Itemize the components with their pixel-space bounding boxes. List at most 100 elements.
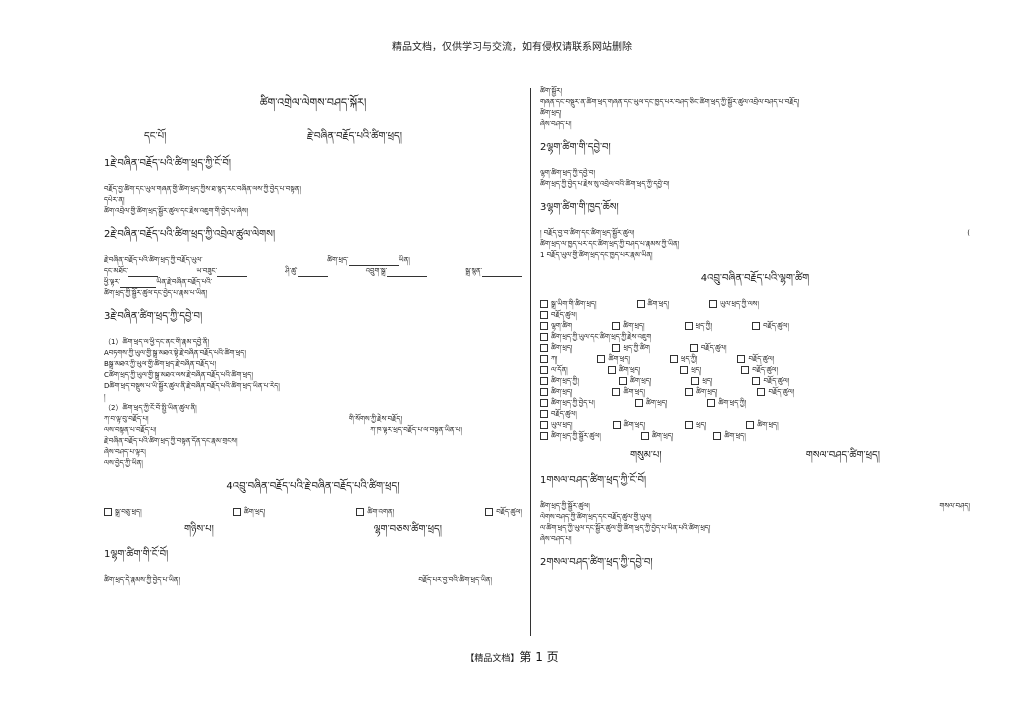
checkbox[interactable] [684, 322, 693, 330]
section-heading: 2རྗེ་བཞིན་བརྗོད་པའི་ཚིག་ཕྲད་ཀྱི་འབྲེལ་ཚུ… [104, 229, 276, 240]
checkbox[interactable] [540, 333, 548, 341]
checkbox[interactable] [737, 355, 746, 363]
checkbox[interactable] [540, 322, 548, 330]
option-label: སྒྲ་ཡིག་གི་ཚིག་ཕྲད། [551, 300, 597, 308]
page-footer: 【精品文档】第 1 页 [0, 648, 1024, 665]
checkbox[interactable] [607, 366, 616, 374]
option-item: ཚིག་ཕྲད། [636, 299, 669, 310]
checkbox[interactable] [680, 366, 689, 374]
checkbox[interactable] [691, 377, 700, 385]
option-item: ཕྲད་ཀྱི། [669, 354, 697, 365]
checkbox[interactable] [540, 366, 548, 374]
section-heading: 1ལྷག་ཚིག་གི་ངོ་བོ། [104, 549, 169, 560]
checkbox[interactable] [540, 355, 548, 363]
option-item: ཕྲད། [691, 376, 712, 387]
option-item: ཚིག་ཕྲད་ཀྱི། [707, 398, 746, 409]
text-line: ། [104, 393, 106, 401]
option-label: ཚིག་ཕྲད། [551, 388, 573, 396]
checkbox[interactable] [540, 421, 548, 429]
fill-blank[interactable] [120, 287, 157, 288]
checkbox[interactable] [540, 344, 548, 352]
checkbox[interactable] [540, 388, 548, 396]
option-label: ཡུལ་ཕྲད་ཀྱི་ལས། [720, 300, 759, 308]
text-line: Cཚིག་ཕྲད་ཀྱི་ཡུལ་གྱི་སྒྲ་མཐའ་ལས་རྗེ་བཞིན… [104, 371, 253, 379]
option-row: ཚིག་ཕྲད།ཚིག་ཕྲད།ཚིག་ཕྲད།བརྗོད་ཚུལ། [540, 387, 970, 398]
text-line: ལྷག་ཚིག་ཕྲད་ཀྱི་དབྱེ་བ། [540, 169, 596, 177]
checkbox[interactable] [746, 421, 755, 429]
checkbox[interactable] [741, 366, 750, 374]
checkbox[interactable] [104, 508, 112, 516]
section-heading: 2གསལ་བཤད་ཚིག་ཕྲད་ཀྱི་དབྱེ་བ། [540, 557, 653, 568]
checkbox[interactable] [540, 377, 548, 385]
option-item: ཚིག་ཕྲད། [618, 376, 651, 387]
checkbox[interactable] [752, 322, 761, 330]
checkbox[interactable] [684, 388, 693, 396]
checkbox[interactable] [752, 377, 761, 385]
fill-blank[interactable] [348, 265, 399, 266]
checkbox[interactable] [612, 322, 621, 330]
checkbox[interactable] [612, 344, 621, 352]
checkbox[interactable] [540, 410, 548, 418]
checkbox[interactable] [640, 432, 649, 440]
text-line: （2）ཚིག་ཕྲད་ཀྱི་ངོ་བོ་སྤྱི་ཡིན་ཚུལ་ནི། [104, 404, 197, 412]
checkbox[interactable] [485, 508, 494, 516]
option-label: བརྗོད་ཚུལ། [551, 311, 577, 319]
option-item: ལ་དོན། [540, 365, 568, 376]
checkbox[interactable] [356, 508, 365, 516]
section-heading: 4འབྲུ་བཞིན་བརྗོད་པའི་ལྷག་ཚིག [700, 273, 810, 284]
text-line: རྗེ་བཞིན་བརྗོད་པའི་ཚིག་ཕྲད་ཀྱི་བརྗོད་ཡུལ… [104, 256, 410, 266]
option-label: བརྗོད་ཚུལ། [551, 410, 577, 418]
checkbox[interactable] [540, 311, 548, 319]
fill-blank[interactable] [297, 276, 328, 277]
checkbox[interactable] [612, 388, 621, 396]
text-line: ཚིག་ཕྲད་ཀྱི་སྦྱོར་ཚུལ་དང་བྱེད་པ་རྣམ་པ་ཡི… [104, 289, 208, 297]
checkbox[interactable] [634, 399, 643, 407]
text-line: ཚིག་ཕྲད་ལ་ཁྱད་པར་དང་ཚིག་ཕྲད་ཀྱི་བཤད་པ་རྣ… [540, 240, 680, 248]
checkbox[interactable] [669, 355, 678, 363]
option-label: ཚིག་ཕྲད། [623, 388, 645, 396]
option-label: བརྗོད་ཚུལ། [763, 377, 790, 385]
checkbox[interactable] [689, 344, 698, 352]
checkbox[interactable] [707, 399, 716, 407]
option-item: བརྗོད་ཚུལ། [752, 321, 789, 332]
option-item: ཚིག་ཕྲད་ཀྱི་སྦྱོར་ཚུལ། [540, 431, 601, 442]
checkbox[interactable] [713, 432, 722, 440]
checkbox[interactable] [685, 421, 694, 429]
fill-blank[interactable] [128, 276, 159, 277]
fill-blank[interactable] [481, 276, 522, 277]
checkbox[interactable] [757, 388, 766, 396]
text-row: ཀ་བ་ལྟ་བུ་བརྗོད་པ།གི་སོགས་ཀྱི་རྗེས་བརྗོད… [104, 415, 402, 423]
fill-blank[interactable] [217, 276, 248, 277]
checkbox[interactable] [636, 300, 645, 308]
text-line: ཚིག་ཕྲད་ཀྱི་བྱེད་པ་རྗེས་སུ་འབྲེལ་བའི་ཚིག… [540, 180, 670, 188]
option-row: ཚིག་ཕྲད་ཀྱི།ཚིག་ཕྲད།ཕྲད།བརྗོད་ཚུལ། [540, 376, 970, 387]
checkbox[interactable] [540, 399, 548, 407]
option-item: བརྗོད་ཚུལ། [540, 310, 577, 321]
option-item: ཚིག་ཕྲད། [684, 387, 718, 398]
fill-blank[interactable] [387, 276, 428, 277]
option-row: བརྗོད་ཚུལ། [540, 409, 970, 420]
option-row: ཚིག་ཕྲད་ཀྱི་ཡུལ་དང་ཚིག་ཕྲད་ཀྱི་རྗེས་འཇུག [540, 332, 970, 343]
checkbox[interactable] [618, 377, 627, 385]
option-item: ཚིག་ཕྲད། [746, 420, 779, 431]
option-label: ཚིག་ཕྲད། [695, 388, 718, 396]
option-row: སྒྲ་བཅུ་ཕྲད། ཚིག་ཕྲད། ཚིག་འགན། བརྗོད་ཚུལ… [104, 507, 522, 518]
part3-label: གསུམ་པ། [630, 450, 662, 461]
option-label: ཚིག་ཕྲད། [618, 366, 641, 374]
checkbox[interactable] [709, 300, 718, 308]
option-row: སྒྲ་ཡིག་གི་ཚིག་ཕྲད། ཚིག་ཕྲད། ཡུལ་ཕྲད་ཀྱི་ལ… [540, 299, 970, 310]
option-item: སྒྲ་ཡིག་གི་ཚིག་ཕྲད། [540, 299, 597, 310]
option-item: ཕྲད། [680, 365, 701, 376]
checkbox[interactable] [597, 355, 606, 363]
right-column: ཚིག་སྦྱོར། གཞན་དང་བསྡུར་ན་ཚིག་ཕྲད་གཞན་དང… [540, 86, 970, 583]
text-row: ཚིག་ཕྲད་དེ་རྣམས་ཀྱི་བྱེད་པ་ཡིན།བརྗོད་པར་… [104, 576, 492, 584]
checkbox[interactable] [540, 432, 548, 440]
text-line: ཞེས་བཤད་པ། [540, 535, 572, 543]
checkbox[interactable] [540, 300, 548, 308]
text-row: ། བརྗོད་བྱ་བ་ཚིག་དང་ཚིག་ཕྲད་སྦྱོར་ཚུལ།( [540, 229, 970, 237]
checkbox[interactable] [232, 508, 241, 516]
option-list: སྒྲ་ཡིག་གི་ཚིག་ཕྲད། ཚིག་ཕྲད། ཡུལ་ཕྲད་ཀྱི་ལ… [540, 299, 970, 442]
part1-title: རྗེ་བཞིན་བརྗོད་པའི་ཚིག་ཕྲད། [306, 131, 402, 142]
checkbox[interactable] [612, 421, 621, 429]
